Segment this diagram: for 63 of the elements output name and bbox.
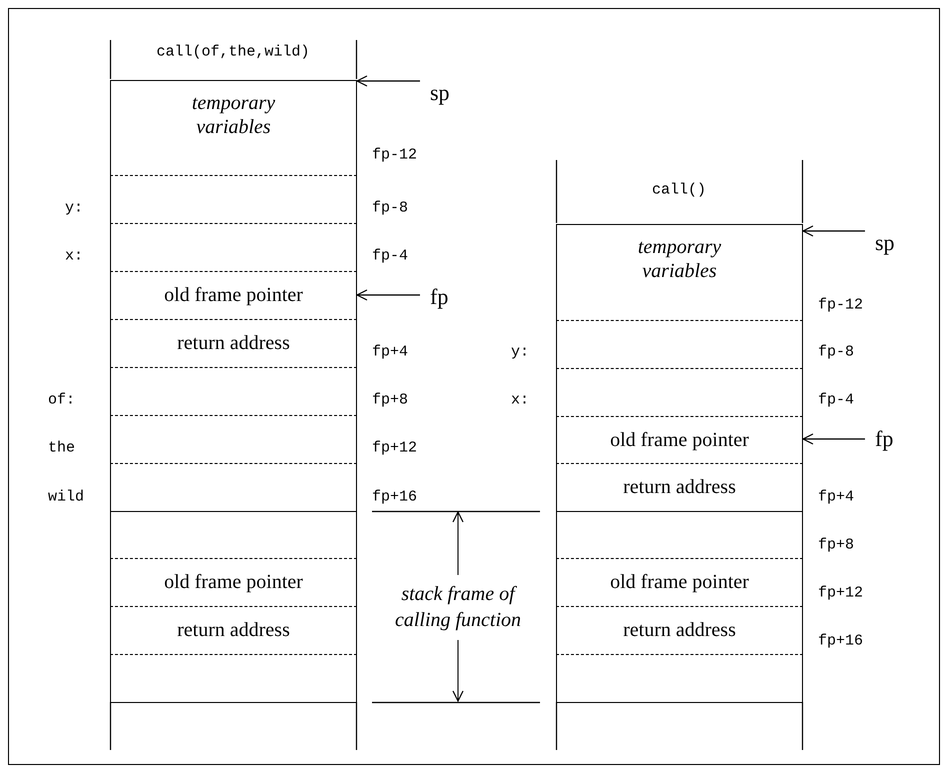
cell-text: old frame pointer xyxy=(164,283,303,307)
offset-label: fp+8 xyxy=(372,392,408,408)
stack-cell xyxy=(556,320,803,369)
stack-cell xyxy=(110,175,357,224)
stack-cell xyxy=(110,223,357,272)
stack-cell xyxy=(556,511,803,559)
pointer-label: sp xyxy=(420,79,450,107)
variable-name: the xyxy=(48,440,76,456)
cell-text: return address xyxy=(177,618,290,642)
cell-text: old frame pointer xyxy=(610,428,749,452)
stack-cell xyxy=(556,654,803,703)
stack-cell xyxy=(110,80,357,176)
stack-cell xyxy=(556,224,803,321)
offset-label: fp+12 xyxy=(818,584,864,602)
stack-cell xyxy=(110,654,357,703)
variable-name: wild xyxy=(48,488,84,506)
stack-cell xyxy=(110,319,357,368)
offset-label: fp-8 xyxy=(372,200,408,216)
variable-name: y: xyxy=(511,344,530,360)
pointer-arrow xyxy=(802,433,865,445)
stack-cell xyxy=(556,368,803,417)
cell-text: return address xyxy=(623,618,736,642)
function-call: call(of,the,wild) xyxy=(156,44,310,60)
stack-cell xyxy=(110,606,357,655)
offset-label: fp+16 xyxy=(818,632,864,650)
stack-cell xyxy=(556,558,803,607)
stack-cell xyxy=(556,416,803,464)
offset-label: fp+8 xyxy=(818,536,854,554)
variable-name: x: xyxy=(65,248,84,264)
offset-label: fp-12 xyxy=(372,146,418,164)
pointer-label: fp xyxy=(420,283,448,311)
stack-cell xyxy=(110,367,357,416)
pointer-arrow xyxy=(802,225,865,237)
function-call: call() xyxy=(652,182,706,198)
cell-text: temporary variables xyxy=(636,235,722,283)
offset-label: fp-4 xyxy=(818,392,854,408)
stack-cell xyxy=(556,463,803,512)
variable-name: y: xyxy=(65,200,84,216)
cell-text: temporary variables xyxy=(190,91,276,139)
stack-cell xyxy=(110,463,357,512)
cell-text: old frame pointer xyxy=(610,570,749,594)
cell-text: return address xyxy=(177,331,290,355)
stack-cell xyxy=(110,271,357,320)
stack-cell xyxy=(110,558,357,607)
stack-cell xyxy=(110,415,357,464)
offset-label: fp-4 xyxy=(372,248,408,264)
pointer-arrow xyxy=(356,75,420,87)
pointer-label: fp xyxy=(865,425,894,453)
dimension-label: stack frame of calling function xyxy=(394,582,522,633)
pointer-arrow xyxy=(356,289,420,301)
stack-cell xyxy=(110,511,357,559)
cell-text: return address xyxy=(623,475,736,499)
offset-label: fp+12 xyxy=(372,440,418,456)
variable-name: x: xyxy=(511,392,530,408)
variable-name: of: xyxy=(48,392,76,408)
offset-label: fp+16 xyxy=(372,488,418,506)
stack-cell xyxy=(556,606,803,655)
offset-label: fp-12 xyxy=(818,296,864,314)
cell-text: old frame pointer xyxy=(164,570,303,594)
offset-label: fp+4 xyxy=(818,488,854,506)
offset-label: fp+4 xyxy=(372,344,408,360)
pointer-label: sp xyxy=(865,229,895,257)
offset-label: fp-8 xyxy=(818,344,854,360)
